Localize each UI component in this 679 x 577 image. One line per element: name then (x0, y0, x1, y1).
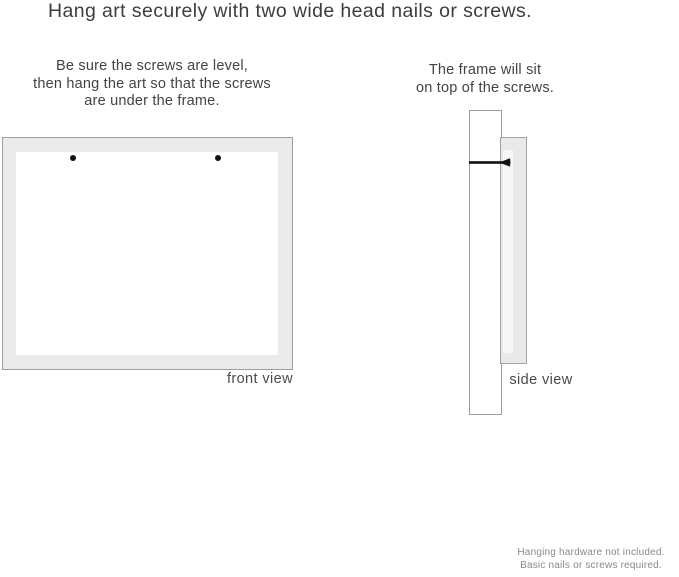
side-view-frame-inner-edge (503, 150, 513, 353)
hardware-disclaimer: Hanging hardware not included. Basic nai… (506, 547, 676, 572)
side-view-frame-edge (500, 137, 527, 364)
frame-artwork-area (16, 152, 278, 355)
screw-head-right-icon (215, 155, 221, 161)
page-title: Hang art securely with two wide head nai… (48, 0, 532, 22)
front-view-instruction-line: then hang the art so that the screws (33, 75, 271, 92)
nail-icon (469, 158, 511, 167)
hardware-disclaimer-line: Hanging hardware not included. (517, 547, 665, 558)
side-view-instruction-line: on top of the screws. (416, 80, 554, 96)
front-view-instruction-line: are under the frame. (84, 93, 220, 109)
side-view-label: side view (509, 372, 573, 388)
hardware-disclaimer-line: Basic nails or screws required. (520, 559, 662, 571)
side-view-instruction-line: The frame will sit (428, 62, 542, 78)
side-view-wall (469, 110, 502, 415)
front-view-instruction-line: Be sure the screws are level, (56, 58, 248, 74)
front-view-frame-diagram (2, 137, 293, 370)
side-view-instructions: The frame will sit on top of the screws. (394, 61, 576, 97)
front-view-label: front view (226, 371, 293, 387)
screw-head-left-icon (70, 155, 76, 161)
front-view-instructions: Be sure the screws are level, then hang … (22, 58, 282, 111)
